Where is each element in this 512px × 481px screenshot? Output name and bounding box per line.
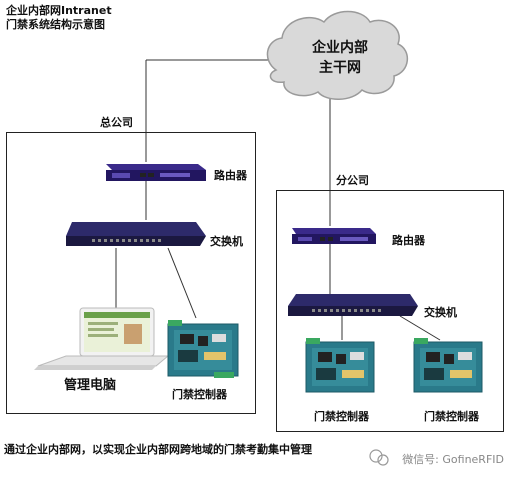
branch-switch-label: 交换机 (424, 306, 457, 319)
branch-controller-1-label: 门禁控制器 (314, 410, 369, 423)
title-line-1: 企业内部网Intranet (6, 4, 112, 17)
branch-controller-2-label: 门禁控制器 (424, 410, 479, 423)
pc-label: 管理电脑 (64, 378, 117, 393)
diagram-title: 企业内部网Intranet 门禁系统结构示意图 (6, 4, 112, 32)
branch-router (292, 228, 376, 244)
branch-router-label: 路由器 (392, 234, 425, 247)
cloud-label-line-1: 企业内部 (312, 40, 368, 56)
wechat-icon (369, 449, 389, 466)
hq-controller-label: 门禁控制器 (172, 388, 227, 401)
hq-switch (66, 222, 206, 246)
backbone-cloud (266, 10, 408, 100)
branch-access-controller-2 (413, 338, 483, 393)
hq-access-controller (167, 320, 239, 378)
cloud-label: 企业内部 主干网 (300, 38, 380, 78)
footer-caption: 通过企业内部网，以实现企业内部网跨地域的门禁考勤集中管理 (4, 443, 312, 456)
branch-region (276, 190, 504, 432)
hq-region (6, 132, 256, 414)
branch-switch (288, 294, 418, 316)
branch-switch-controller2-link (399, 315, 441, 341)
title-line-2: 门禁系统结构示意图 (6, 18, 105, 31)
hq-switch-controller-link (167, 247, 197, 319)
watermark-text: 微信号: GofineRFID (402, 453, 504, 466)
branch-access-controller-1 (305, 338, 375, 393)
branch-label: 分公司 (336, 174, 369, 187)
management-laptop (34, 307, 170, 370)
hq-router-label: 路由器 (214, 169, 247, 182)
cloud-label-line-2: 主干网 (319, 60, 361, 76)
connection-lines (115, 59, 441, 341)
hq-switch-label: 交换机 (210, 235, 243, 248)
hq-label: 总公司 (100, 116, 133, 129)
hq-router (106, 164, 206, 181)
